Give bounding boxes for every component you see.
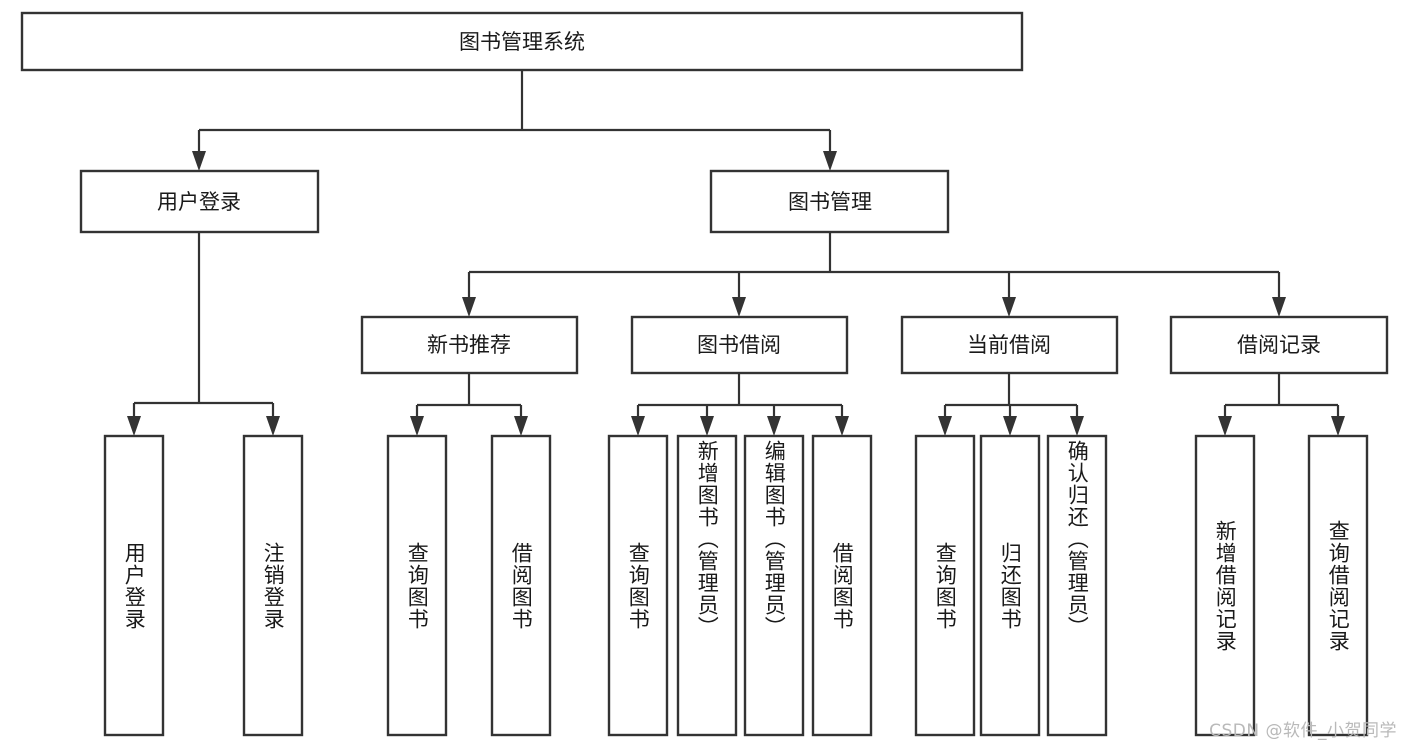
arrow-head-leaf-confirm-return [1070, 416, 1084, 436]
node-borrow-record[interactable]: 借阅记录 [1169, 315, 1389, 375]
arrow-head-leaf-user-login [127, 416, 141, 436]
book-manage-box[interactable] [709, 169, 950, 234]
arrow-head-borrow-record [1272, 297, 1286, 317]
leaf-add-record-label-container: 新增借阅记录 [1213, 519, 1238, 652]
leaf-logout-login-label-container: 注销登录 [261, 541, 286, 630]
leaf-query-book-3-label: 查询图书 [933, 541, 958, 630]
leaf-query-book-2-label: 查询图书 [626, 541, 651, 630]
arrow-head-leaf-query-book-3 [938, 416, 952, 436]
arrow-head-user-login [192, 151, 206, 171]
leaf-node-borrow-book-1[interactable]: 借阅图书 [490, 434, 552, 737]
leaf-return-book-label: 归还图书 [998, 541, 1023, 630]
leaf-borrow-book-2-box[interactable] [811, 434, 873, 737]
leaf-query-book-1-label-container: 查询图书 [405, 541, 430, 630]
leaf-query-record-label: 查询借阅记录 [1326, 519, 1351, 652]
leaf-confirm-return-label-container: 确认归还（管理员） [1065, 440, 1090, 638]
leaf-add-book-label-container: 新增图书（管理员） [695, 440, 720, 638]
borrow-record-label: 借阅记录 [1237, 333, 1321, 357]
node-book-borrow[interactable]: 图书借阅 [630, 315, 849, 375]
arrow-head-leaf-borrow-book-2 [835, 416, 849, 436]
node-book-manage[interactable]: 图书管理 [709, 169, 950, 234]
borrow-record-box[interactable] [1169, 315, 1389, 375]
leaf-query-book-1-box[interactable] [386, 434, 448, 737]
leaf-query-book-2-box[interactable] [607, 434, 669, 737]
leaf-node-confirm-return[interactable]: 确认归还（管理员） [1046, 434, 1108, 737]
arrow-head-leaf-query-book-2 [631, 416, 645, 436]
leaf-query-book-3-label-container: 查询图书 [933, 541, 958, 630]
leaf-add-book-label: 新增图书（管理员） [695, 440, 720, 638]
root-label: 图书管理系统 [459, 30, 585, 54]
leaf-edit-book-box[interactable] [743, 434, 805, 737]
leaf-node-return-book[interactable]: 归还图书 [979, 434, 1041, 737]
leaf-node-edit-book[interactable]: 编辑图书（管理员） [743, 434, 805, 737]
book-borrow-box[interactable] [630, 315, 849, 375]
current-borrow-box[interactable] [900, 315, 1119, 375]
book-borrow-label: 图书借阅 [697, 333, 781, 357]
arrow-head-leaf-borrow-book-1 [514, 416, 528, 436]
leaf-user-login-box[interactable] [103, 434, 165, 737]
leaf-node-query-book-3[interactable]: 查询图书 [914, 434, 976, 737]
root-box[interactable] [20, 11, 1024, 72]
arrow-head-leaf-logout-login [266, 416, 280, 436]
user-login-label: 用户登录 [157, 190, 241, 214]
leaf-user-login-label-container: 用户登录 [122, 541, 147, 630]
arrow-head-leaf-add-record [1218, 416, 1232, 436]
leaf-return-book-label-container: 归还图书 [998, 541, 1023, 630]
leaf-query-record-box[interactable] [1307, 434, 1369, 737]
leaf-query-record-label-container: 查询借阅记录 [1326, 519, 1351, 652]
leaf-query-book-3-box[interactable] [914, 434, 976, 737]
csdn-watermark: CSDN @软件_小贺同学 [1209, 721, 1397, 741]
new-book-recommend-label: 新书推荐 [427, 333, 511, 357]
node-current-borrow[interactable]: 当前借阅 [900, 315, 1119, 375]
user-login-box[interactable] [79, 169, 320, 234]
arrow-head-leaf-add-book [700, 416, 714, 436]
node-user-login[interactable]: 用户登录 [79, 169, 320, 234]
new-book-recommend-box[interactable] [360, 315, 579, 375]
leaf-borrow-book-1-box[interactable] [490, 434, 552, 737]
arrow-head-book-manage [823, 151, 837, 171]
leaf-confirm-return-box[interactable] [1046, 434, 1108, 737]
leaf-node-add-book[interactable]: 新增图书（管理员） [676, 434, 738, 737]
leaf-node-query-book-1[interactable]: 查询图书 [386, 434, 448, 737]
leaf-query-book-2-label-container: 查询图书 [626, 541, 651, 630]
leaf-add-record-box[interactable] [1194, 434, 1256, 737]
leaf-borrow-book-2-label-container: 借阅图书 [830, 541, 855, 630]
leaf-confirm-return-label: 确认归还（管理员） [1065, 440, 1090, 638]
leaf-edit-book-label-container: 编辑图书（管理员） [762, 440, 787, 638]
leaf-borrow-book-2-label: 借阅图书 [830, 541, 855, 630]
arrow-head-leaf-query-book-1 [410, 416, 424, 436]
book-manage-label: 图书管理 [788, 190, 872, 214]
leaf-node-query-book-2[interactable]: 查询图书 [607, 434, 669, 737]
leaf-node-add-record[interactable]: 新增借阅记录 [1194, 434, 1256, 737]
leaf-add-record-label: 新增借阅记录 [1213, 519, 1238, 652]
leaf-node-user-login[interactable]: 用户登录 [103, 434, 165, 737]
leaf-logout-login-box[interactable] [242, 434, 304, 737]
arrow-head-leaf-return-book [1003, 416, 1017, 436]
arrow-head-leaf-query-record [1331, 416, 1345, 436]
connector-layer [127, 70, 1345, 436]
arrow-head-new-book-recommend [462, 297, 476, 317]
current-borrow-label: 当前借阅 [967, 333, 1051, 357]
leaf-logout-login-label: 注销登录 [261, 541, 286, 630]
leaf-edit-book-label: 编辑图书（管理员） [762, 440, 787, 638]
arrow-head-leaf-edit-book [767, 416, 781, 436]
leaf-return-book-box[interactable] [979, 434, 1041, 737]
leaf-node-borrow-book-2[interactable]: 借阅图书 [811, 434, 873, 737]
arrow-head-current-borrow [1002, 297, 1016, 317]
leaf-user-login-label: 用户登录 [122, 541, 147, 630]
leaf-node-query-record[interactable]: 查询借阅记录 [1307, 434, 1369, 737]
leaf-add-book-box[interactable] [676, 434, 738, 737]
node-new-book-recommend[interactable]: 新书推荐 [360, 315, 579, 375]
arrow-head-book-borrow [732, 297, 746, 317]
leaf-borrow-book-1-label: 借阅图书 [509, 541, 534, 630]
node-root[interactable]: 图书管理系统 [20, 11, 1024, 72]
leaf-node-logout-login[interactable]: 注销登录 [242, 434, 304, 737]
leaf-query-book-1-label: 查询图书 [405, 541, 430, 630]
leaf-borrow-book-1-label-container: 借阅图书 [509, 541, 534, 630]
